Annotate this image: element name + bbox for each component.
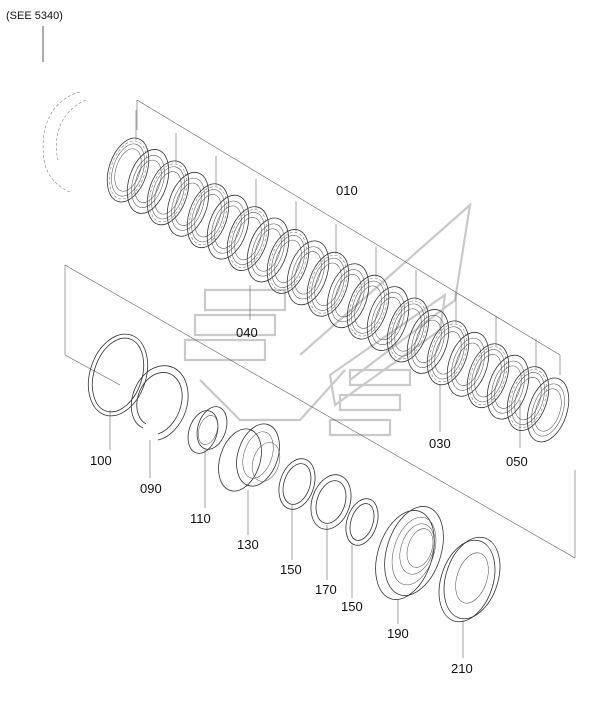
clutch-disc — [346, 274, 390, 340]
clutch-disc — [106, 137, 150, 203]
clutch-disc — [506, 366, 550, 431]
clutch-disc — [386, 297, 430, 363]
callout-170: 170 — [315, 582, 337, 597]
part-100-snap-ring — [87, 333, 149, 417]
callout-050: 050 — [506, 454, 528, 469]
clutch-disc — [486, 354, 530, 420]
clutch-disc — [146, 160, 190, 226]
clutch-disc — [406, 309, 450, 374]
reference-note: (SEE 5340) — [6, 10, 63, 22]
clutch-disc — [226, 206, 270, 271]
part-110-bearing — [187, 406, 228, 454]
clutch-pack-frame — [64, 99, 576, 559]
callout-190: 190 — [387, 626, 409, 641]
clutch-disc — [186, 183, 230, 249]
hidden-ring-outline — [42, 91, 81, 193]
clutch-disc-stack — [106, 110, 570, 443]
hidden-ring-inner-outline — [56, 99, 87, 161]
clutch-disc — [246, 217, 290, 283]
part-210-plate — [438, 536, 501, 623]
clutch-disc — [266, 229, 310, 294]
callout-150-first: 150 — [280, 562, 302, 577]
clutch-disc — [126, 149, 170, 214]
part-150-o-ring-second — [345, 498, 379, 546]
part-170-washer — [310, 474, 352, 530]
part-090-retaining-ring — [130, 365, 189, 441]
callout-100: 100 — [90, 453, 112, 468]
callout-110: 110 — [190, 511, 211, 526]
clutch-disc — [526, 377, 570, 443]
clutch-disc — [426, 320, 470, 386]
clutch-disc — [446, 331, 490, 397]
callout-090: 090 — [140, 481, 162, 496]
clutch-disc — [166, 171, 210, 237]
clutch-disc — [326, 263, 370, 329]
clutch-disc — [206, 194, 250, 260]
clutch-disc — [286, 240, 330, 306]
callout-030: 030 — [429, 436, 451, 451]
part-130-hub — [218, 423, 281, 492]
callout-210: 210 — [451, 661, 473, 676]
clutch-disc — [366, 286, 410, 351]
callout-150-second: 150 — [341, 599, 363, 614]
part-190-piston — [375, 506, 444, 600]
callout-040: 040 — [236, 325, 258, 340]
part-150-o-ring — [278, 458, 316, 510]
callout-leaders — [109, 285, 521, 658]
clutch-disc — [306, 251, 350, 317]
clutch-disc — [466, 343, 510, 409]
callout-010: 010 — [336, 183, 358, 198]
callout-130: 130 — [237, 537, 259, 552]
